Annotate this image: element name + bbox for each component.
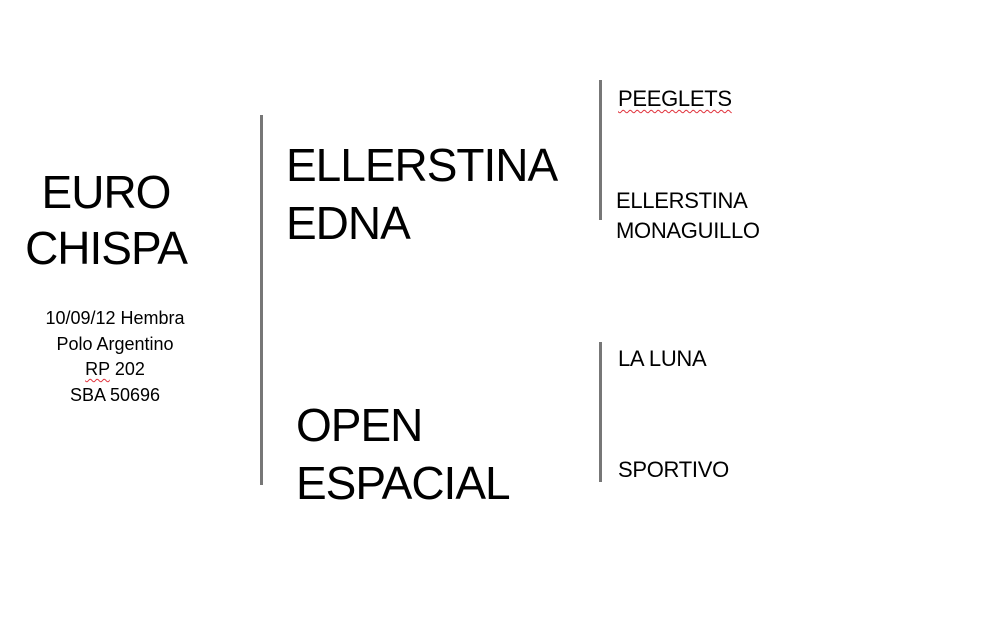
sire-sire-text: PEEGLETS <box>618 86 732 111</box>
sire-name: ELLERSTINA EDNA <box>286 136 558 252</box>
horse-breed: Polo Argentino <box>56 333 174 354</box>
sire-dam-name: ELLERSTINA MONAGUILLO <box>616 186 760 246</box>
sire-name-line2: EDNA <box>286 197 411 249</box>
sire-name-line1: ELLERSTINA <box>286 139 558 191</box>
sire-dam-line1: ELLERSTINA <box>616 188 748 213</box>
horse-sba: SBA 50696 <box>69 384 161 405</box>
dam-name: OPEN ESPACIAL <box>296 396 511 512</box>
dam-sire-name: LA LUNA <box>618 346 707 371</box>
horse-birth-sex: 10/09/12 Hembra <box>45 308 185 328</box>
divider-parents <box>260 115 263 485</box>
sire-sire-name: PEEGLETS <box>618 84 732 114</box>
horse-info: 10/09/12 Hembra Polo Argentino RP 202 SB… <box>20 306 210 408</box>
rp-number: 202 <box>109 359 145 379</box>
divider-sire-grandparents <box>599 80 602 220</box>
sire-dam-line2: MONAGUILLO <box>616 218 760 243</box>
dam-dam-name: SPORTIVO <box>618 457 729 482</box>
horse-name: EURO CHISPA <box>16 164 196 276</box>
horse-rp: RP 202 <box>20 357 210 383</box>
dam-name-line2: ESPACIAL <box>296 457 511 509</box>
horse-name-line1: EURO <box>41 166 172 218</box>
dam-name-line1: OPEN <box>296 399 423 451</box>
divider-dam-grandparents <box>599 342 602 482</box>
horse-name-line2: CHISPA <box>25 222 188 274</box>
rp-label: RP <box>85 359 110 379</box>
